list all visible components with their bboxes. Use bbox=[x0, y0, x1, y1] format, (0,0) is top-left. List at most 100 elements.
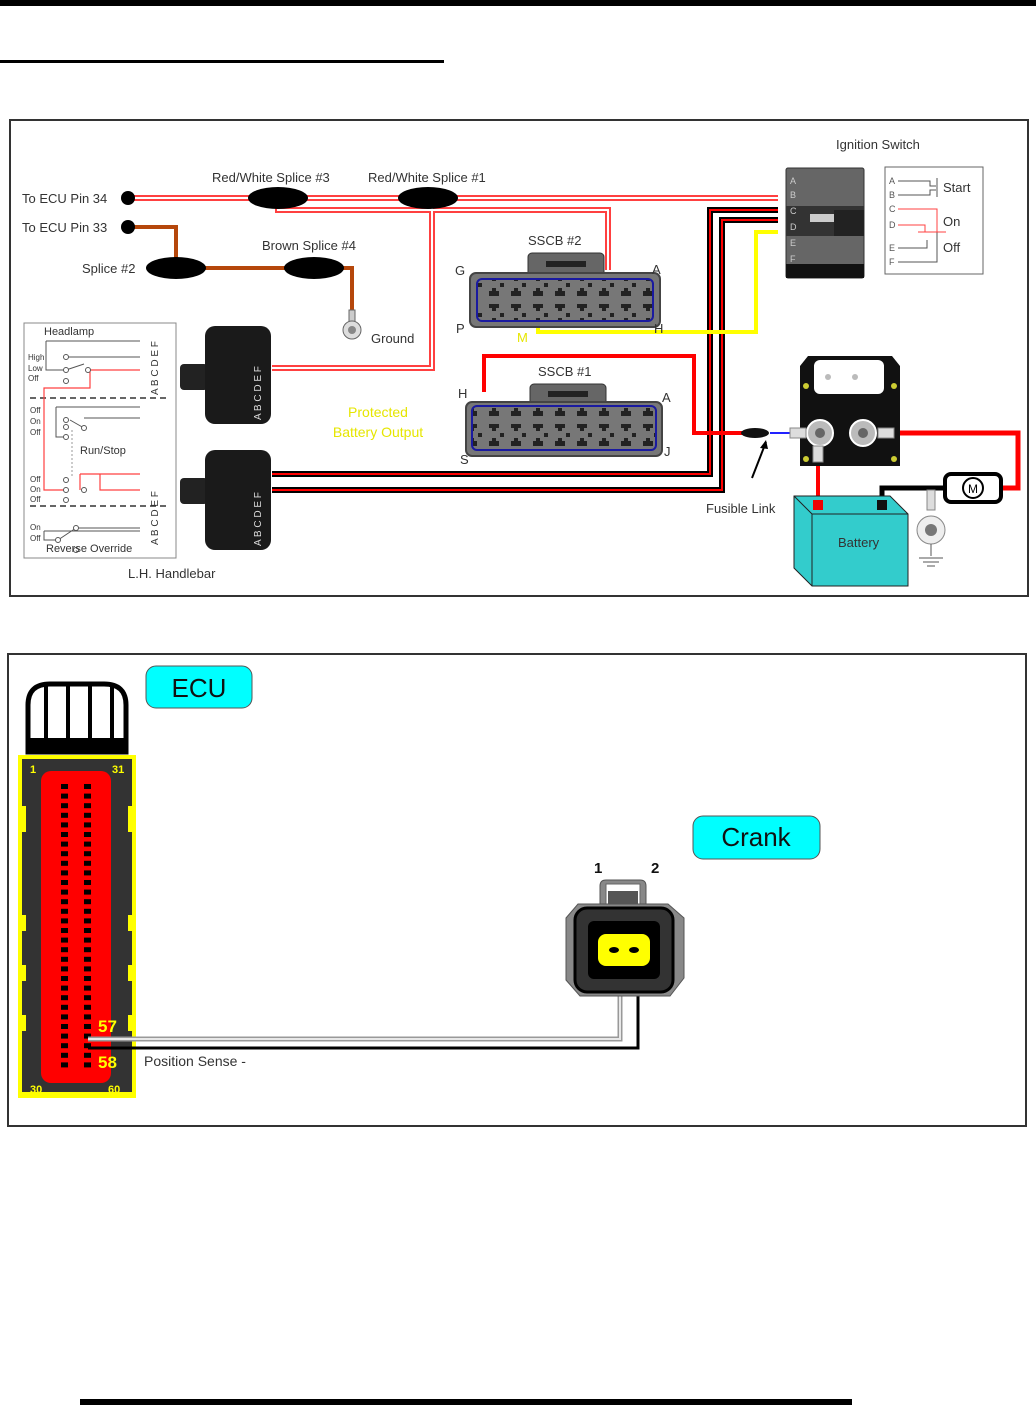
ecu-pin-cavity bbox=[61, 860, 68, 866]
ecu-pin-cavity bbox=[61, 1033, 68, 1039]
ecu-pin-30-label: 30 bbox=[30, 1084, 42, 1096]
sscb1-corner-a: A bbox=[662, 390, 671, 405]
ecu-pin-cavity bbox=[84, 928, 91, 933]
ecu-pin-cavity bbox=[61, 1024, 68, 1029]
ecu-pin-34-label: To ECU Pin 34 bbox=[22, 191, 107, 206]
handlebar-connector-upper bbox=[180, 326, 271, 424]
svg-text:E: E bbox=[889, 243, 895, 253]
ecu-pin-57-label: 57 bbox=[98, 1017, 117, 1036]
handlebar-connector-lower bbox=[180, 450, 271, 550]
sscb1-title: SSCB #1 bbox=[538, 364, 591, 379]
svg-text:C: C bbox=[889, 204, 896, 214]
svg-text:E: E bbox=[790, 238, 796, 248]
chassis-ground-icon bbox=[916, 489, 946, 567]
svg-text:A: A bbox=[889, 176, 895, 186]
ecu-pin-cavity bbox=[61, 947, 68, 953]
handlebar-switch-box bbox=[23, 322, 177, 559]
sscb2-corner-a: A bbox=[652, 262, 661, 277]
ecu-pin-cavity bbox=[84, 784, 91, 789]
ecu-pin-cavity bbox=[61, 841, 68, 847]
ecu-pin-cavity bbox=[61, 812, 68, 818]
svg-text:F: F bbox=[790, 254, 796, 264]
crank-pin-2-label: 2 bbox=[651, 860, 659, 877]
ecu-pin-33-label: To ECU Pin 33 bbox=[22, 220, 107, 235]
splice-brown4-label: Brown Splice #4 bbox=[262, 238, 356, 253]
header-rule-section bbox=[0, 60, 444, 63]
handlebar-lower-pins: A B C D E F bbox=[150, 491, 161, 545]
ignition-switch-legend: A B C D E F bbox=[884, 166, 984, 275]
ecu-pin-cavity bbox=[61, 851, 68, 857]
ecu-pin-cavity bbox=[61, 956, 68, 962]
ecu-pin-cavity bbox=[61, 1014, 68, 1020]
svg-text:D: D bbox=[790, 222, 797, 232]
arrowhead-icon bbox=[760, 440, 768, 449]
ecu-pin-cavity bbox=[61, 937, 68, 943]
ecu-pin-cavity bbox=[84, 841, 91, 847]
sscb1-corner-h: H bbox=[458, 386, 467, 401]
ignition-switch-title: Ignition Switch bbox=[836, 137, 920, 152]
ecu-pin-cavity bbox=[61, 832, 68, 837]
sscb2-corner-h: H bbox=[654, 321, 663, 336]
lower-connector-pins: A B C D E F bbox=[253, 492, 264, 546]
reverse-state-on: On bbox=[30, 523, 41, 532]
ecu-pin-cavity bbox=[61, 966, 68, 972]
ground-terminal-icon bbox=[342, 309, 362, 340]
ecu-pin-cavity bbox=[84, 1004, 91, 1010]
ecu-pin-cavity bbox=[84, 880, 91, 885]
headlamp-label: Headlamp bbox=[44, 326, 94, 338]
ecu-pin-cavity bbox=[61, 1043, 68, 1049]
splice-rw3 bbox=[248, 187, 308, 209]
ecu-pin-cavity bbox=[61, 1052, 68, 1058]
protected-output-line1: Protected bbox=[348, 404, 408, 420]
ecu-badge bbox=[145, 665, 253, 709]
fusible-link-label: Fusible Link bbox=[706, 501, 776, 516]
ignition-pos-off: Off bbox=[943, 240, 960, 255]
ecu-pin-60-label: 60 bbox=[108, 1084, 120, 1096]
motor-icon bbox=[943, 472, 1003, 504]
upper-connector-pins: A B C D E F bbox=[253, 366, 264, 420]
ecu-pin-cavity bbox=[61, 870, 68, 876]
sscb1-corner-s: S bbox=[460, 452, 469, 467]
ecu-pin-cavity bbox=[84, 793, 91, 799]
ecu-pin-cavity bbox=[84, 966, 91, 972]
svg-text:B: B bbox=[790, 190, 796, 200]
sscb2-corner-g: G bbox=[455, 263, 465, 278]
ecu-pin-cavity bbox=[84, 832, 91, 837]
splice-rw1-label: Red/White Splice #1 bbox=[368, 170, 486, 185]
svg-text:B: B bbox=[889, 190, 895, 200]
sscb2-connector bbox=[469, 252, 661, 328]
sscb2-title: SSCB #2 bbox=[528, 233, 581, 248]
ecu-pin-cavity bbox=[84, 956, 91, 962]
ecu-pin-cavity bbox=[61, 985, 68, 991]
black-red-wires bbox=[272, 207, 778, 493]
ecu-pin-cavity bbox=[61, 1004, 68, 1010]
ecu-pin-grid bbox=[61, 784, 91, 1068]
ecu-pin-cavity bbox=[61, 995, 68, 1001]
splice-2 bbox=[146, 257, 206, 279]
crank-pin-1-label: 1 bbox=[594, 860, 602, 877]
ecu-pin-cavity bbox=[61, 803, 68, 809]
fusible-link-icon bbox=[741, 428, 769, 438]
ecu-pin-cavity bbox=[84, 803, 91, 809]
ecu-pin-33-terminal bbox=[121, 220, 135, 234]
ecu-pin-cavity bbox=[84, 1062, 91, 1068]
svg-text:D: D bbox=[889, 220, 896, 230]
red-motor-wire bbox=[900, 430, 1021, 491]
sscb1-corner-j: J bbox=[664, 444, 671, 459]
headlamp-state-off: Off bbox=[28, 374, 39, 383]
reverse-state-off: Off bbox=[30, 534, 41, 543]
runstop-lower-off2: Off bbox=[30, 495, 41, 504]
ignition-switch-pin-letters: A B C D E F bbox=[790, 176, 797, 264]
ecu-pin-cavity bbox=[84, 1014, 91, 1020]
header-rule-top bbox=[0, 0, 1036, 6]
ecu-pin-cavity bbox=[61, 889, 68, 895]
ecu-pin-cavity bbox=[84, 908, 91, 914]
reverse-override-label: Reverse Override bbox=[46, 543, 132, 555]
ecu-pin-cavity bbox=[84, 995, 91, 1001]
ecu-pin-cavity bbox=[84, 1043, 91, 1049]
ground-label: Ground bbox=[371, 331, 414, 346]
ecu-pin-58-label: 58 bbox=[98, 1053, 117, 1072]
motor-label: M bbox=[968, 482, 978, 496]
ecu-pin-1-label: 1 bbox=[30, 764, 36, 776]
ecu-pin-cavity bbox=[61, 822, 68, 828]
